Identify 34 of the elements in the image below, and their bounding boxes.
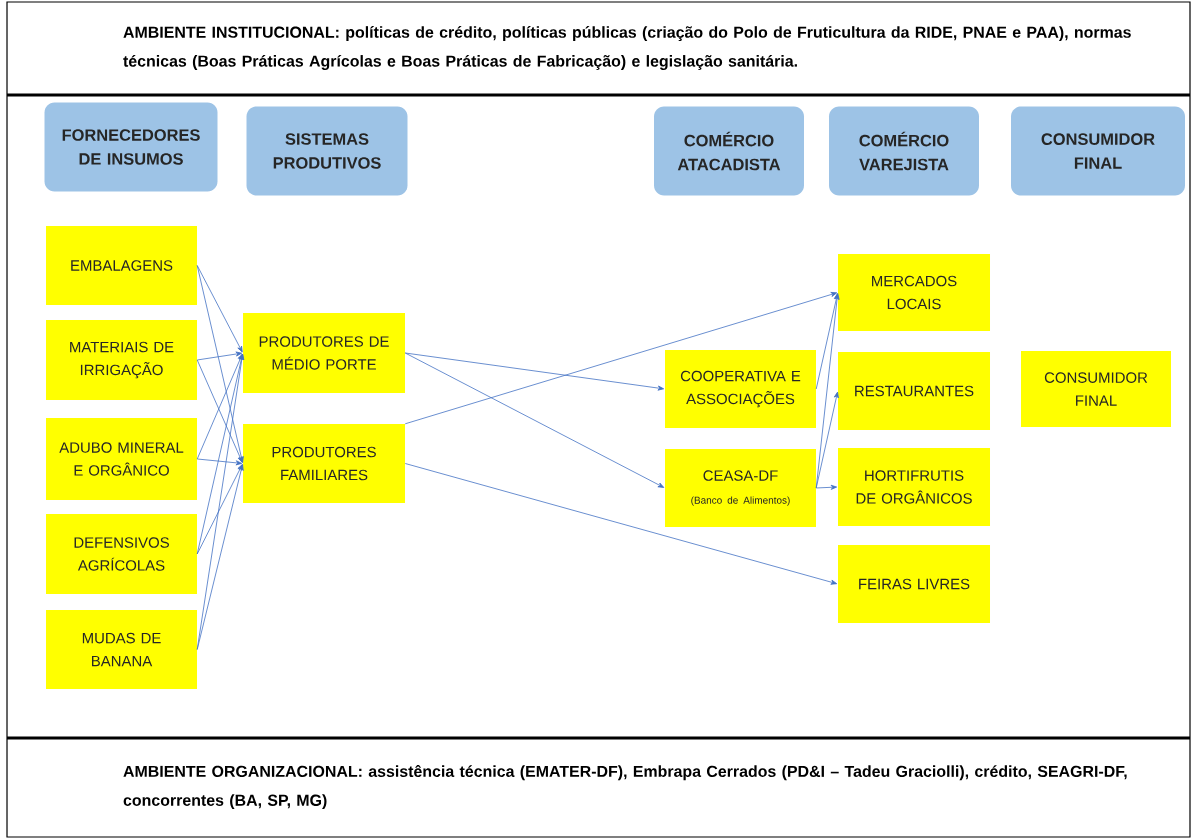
arrow <box>196 265 243 353</box>
category-header: COMÉRCIO ATACADISTA <box>654 106 804 196</box>
band-text: AMBIENTE INSTITUCIONAL: políticas de crédito, políticas públicas (criação do Polo de Fruticultura da RIDE, PNAE e PAA), normas técnicas (Boas Práticas Agrícolas e Boas Práticas de Fabricação) e legislação sanitária. <box>123 26 1131 70</box>
category-header: COMÉRCIO VAREJISTA <box>829 106 979 196</box>
arrow <box>815 293 839 390</box>
category-header: FORNECEDORES DE INSUMOS <box>44 102 218 192</box>
process-box: PRODUTORES FAMILIARES <box>243 424 405 503</box>
arrow <box>196 464 244 650</box>
process-box: ADUBO MINERAL E ORGÂNICO <box>46 418 197 500</box>
process-box: MUDAS DE BANANA <box>46 610 197 689</box>
arrow <box>196 458 243 466</box>
arrow <box>404 352 665 488</box>
category-header: CONSUMIDOR FINAL <box>1011 106 1185 196</box>
arrow <box>404 463 838 585</box>
process-box: COOPERATIVA E ASSOCIAÇÕES <box>665 350 816 428</box>
process-box: MATERIAIS DE IRRIGAÇÃO <box>46 320 197 400</box>
process-box: PRODUTORES DE MÉDIO PORTE <box>243 313 405 393</box>
band-text: AMBIENTE ORGANIZACIONAL: assistência técnica (EMATER-DF), Embrapa Cerrados (PD&I – Tadeu Graciolli), crédito, SEAGRI-DF, concorrentes (BA, SP, MG) <box>123 764 1127 810</box>
arrow <box>196 265 244 463</box>
process-box: CONSUMIDOR FINAL <box>1021 351 1171 427</box>
arrow <box>404 292 838 425</box>
category-header: SISTEMAS PRODUTIVOS <box>246 106 408 196</box>
process-box: DEFENSIVOS AGRÍCOLAS <box>46 514 197 594</box>
process-box: HORTIFRUTIS DE ORGÂNICOS <box>838 448 990 526</box>
arrow <box>196 351 243 361</box>
arrow <box>815 484 838 490</box>
process-box: RESTAURANTES <box>838 352 990 430</box>
process-box: FEIRAS LIVRES <box>838 545 990 623</box>
process-box: CEASA-DF (Banco de Alimentos) <box>665 449 816 527</box>
process-box: EMBALAGENS <box>46 226 197 305</box>
arrow <box>196 464 243 555</box>
arrow <box>196 353 244 555</box>
process-box: MERCADOS LOCAIS <box>838 254 990 331</box>
arrow <box>815 391 839 489</box>
